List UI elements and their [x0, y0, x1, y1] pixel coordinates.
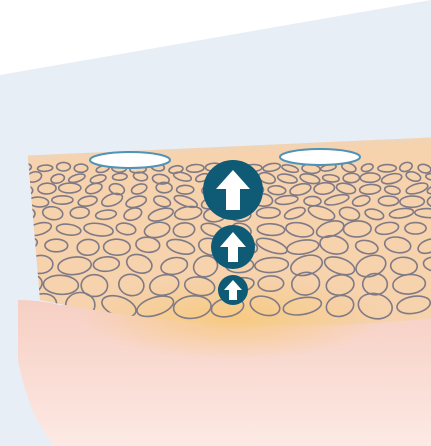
upward-arrow-medium: [211, 225, 255, 269]
pore-right: [280, 149, 360, 165]
pore-left: [90, 152, 170, 168]
upward-arrow-large: [203, 160, 263, 220]
upward-arrow-small: [218, 275, 248, 305]
